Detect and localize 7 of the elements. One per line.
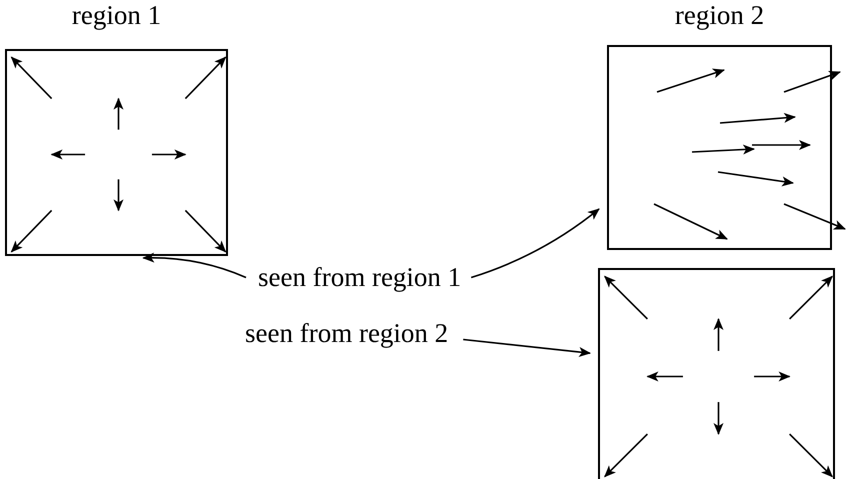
arrow [142, 252, 246, 278]
region-label: region 2 [674, 0, 764, 30]
region-label: region 1 [72, 0, 162, 30]
arrow [463, 338, 591, 357]
annotation-text: seen from region 1 [258, 262, 462, 293]
annotation-text: seen from region 2 [245, 318, 448, 349]
arrow [470, 208, 600, 278]
